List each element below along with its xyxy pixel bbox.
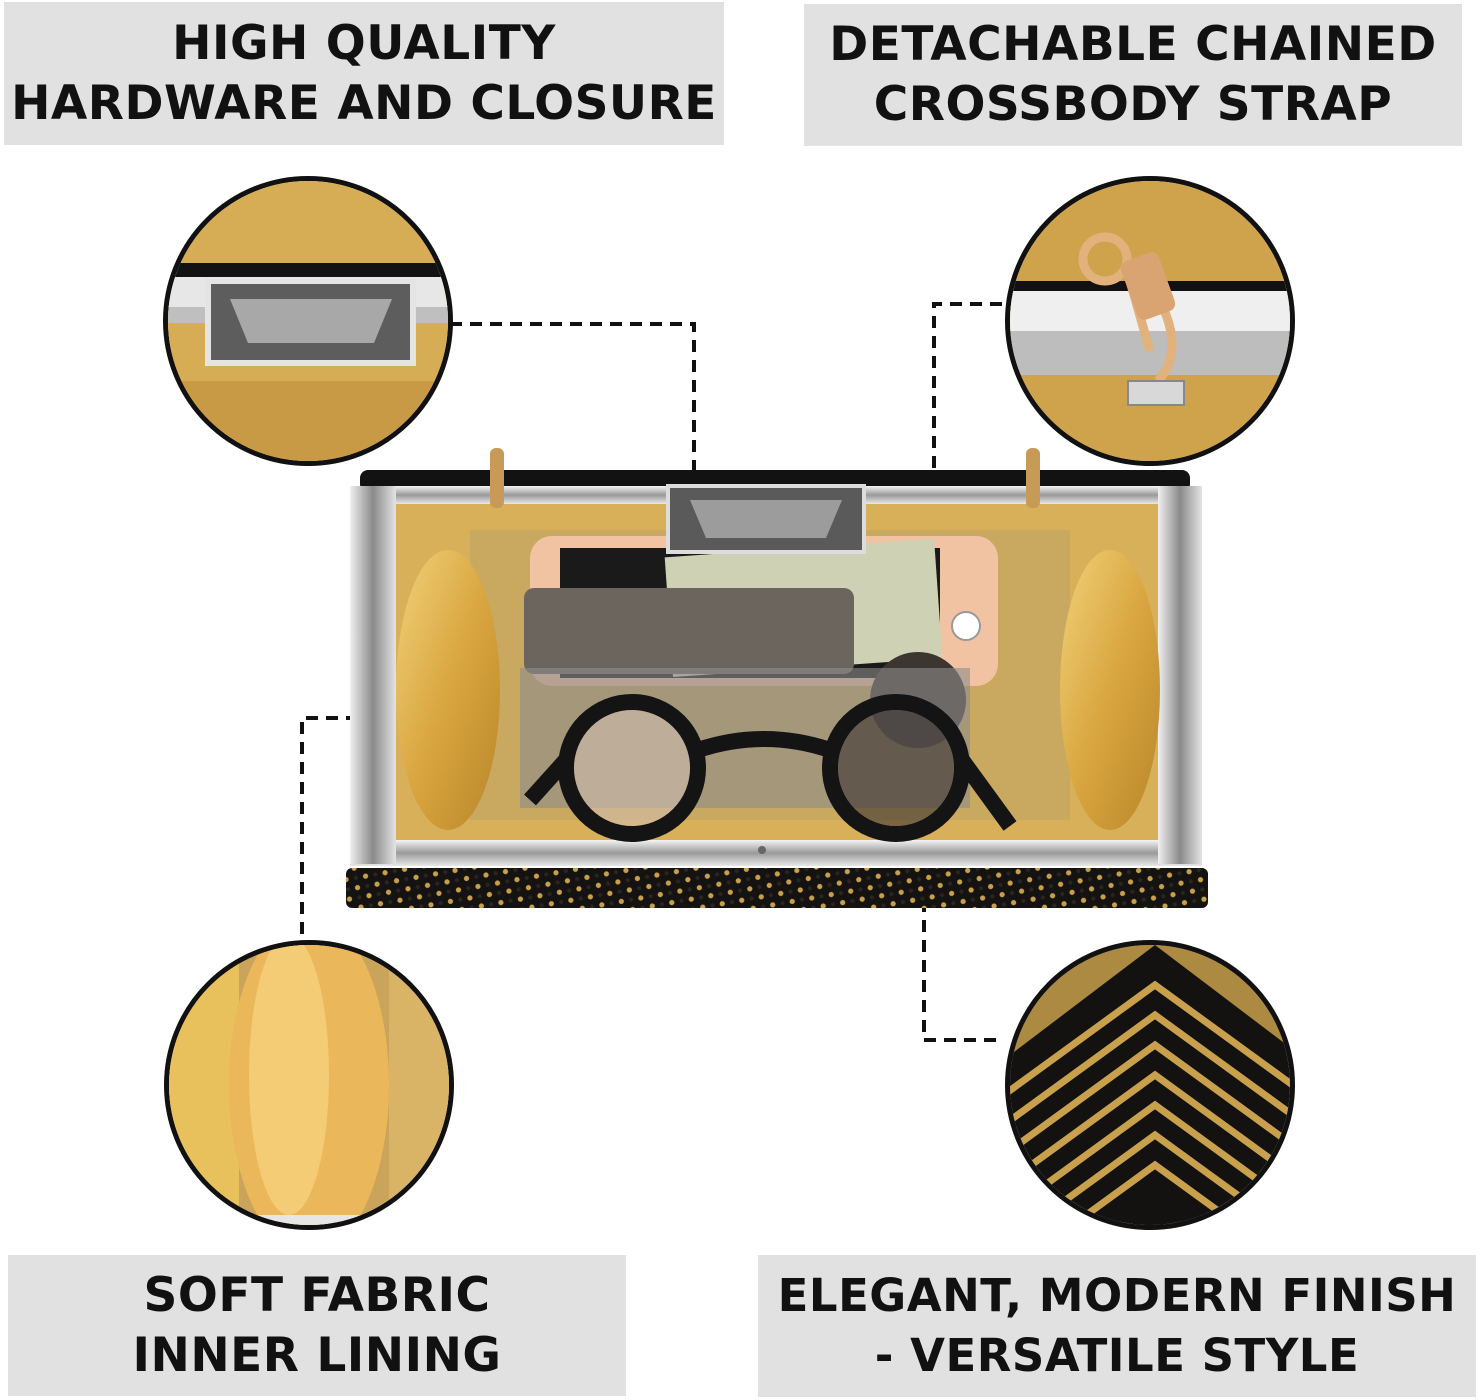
feature-label-line: SOFT FABRIC <box>143 1267 491 1323</box>
connector-finish <box>922 900 1000 1042</box>
feature-label-hardware: HIGH QUALITY HARDWARE AND CLOSURE <box>4 2 724 145</box>
clasp-icon <box>168 181 448 461</box>
connector-lining <box>300 716 418 940</box>
zoom-circle-finish <box>1005 940 1295 1230</box>
feature-label-line: ELEGANT, MODERN FINISH <box>777 1269 1457 1322</box>
lining-icon <box>169 945 449 1225</box>
feature-label-line: HARDWARE AND CLOSURE <box>11 75 717 131</box>
zoom-circle-lining <box>164 940 454 1230</box>
connector-hardware <box>450 322 696 470</box>
feature-label-strap: DETACHABLE CHAINED CROSSBODY STRAP <box>804 4 1462 146</box>
feature-label-line: - VERSATILE STYLE <box>874 1329 1360 1382</box>
zoom-circle-strap <box>1005 176 1295 466</box>
feature-label-lining: SOFT FABRIC INNER LINING <box>8 1255 626 1396</box>
feature-label-line: CROSSBODY STRAP <box>873 77 1393 132</box>
connector-strap <box>932 302 1002 472</box>
feature-label-line: HIGH QUALITY <box>172 15 556 71</box>
chain-hook-icon <box>1010 181 1290 461</box>
feature-label-finish: ELEGANT, MODERN FINISH - VERSATILE STYLE <box>758 1255 1476 1397</box>
feature-label-line: INNER LINING <box>132 1327 502 1383</box>
zoom-circle-hardware <box>163 176 453 466</box>
beading-pattern-icon <box>1010 945 1290 1225</box>
feature-label-line: DETACHABLE CHAINED <box>829 17 1437 72</box>
